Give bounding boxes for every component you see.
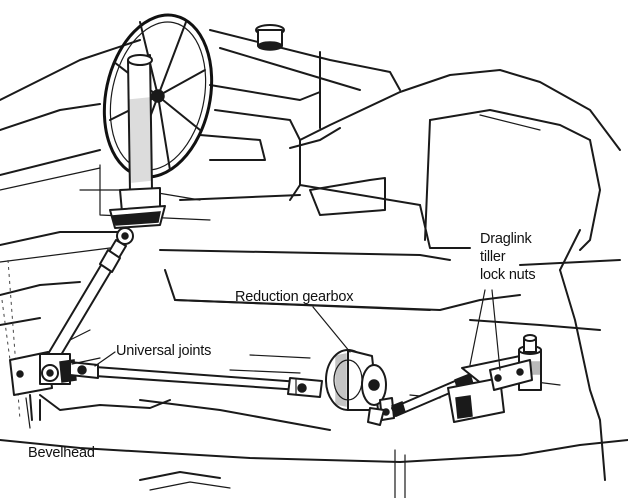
rudder-tiller — [447, 334, 542, 423]
drive-shaft — [69, 361, 323, 398]
bevelhead — [9, 351, 77, 421]
label-lock-nuts: lock nuts — [480, 267, 536, 283]
cabin-top — [289, 69, 621, 251]
label-tiller: tiller — [480, 249, 506, 265]
label-universal-joints: Universal joints — [116, 343, 212, 359]
wheel-pedestal — [109, 54, 166, 245]
label-bevelhead: Bevelhead — [28, 445, 95, 461]
label-reduction-gearbox: Reduction gearbox — [235, 289, 354, 305]
leader-lines — [25, 289, 501, 429]
steering-wheel — [102, 13, 214, 179]
reduction-gearbox — [325, 349, 395, 426]
vertical-shaft — [47, 239, 127, 361]
deck-fitting — [255, 24, 285, 51]
cockpit-deck — [0, 29, 401, 263]
label-draglink: Draglink — [480, 231, 532, 247]
